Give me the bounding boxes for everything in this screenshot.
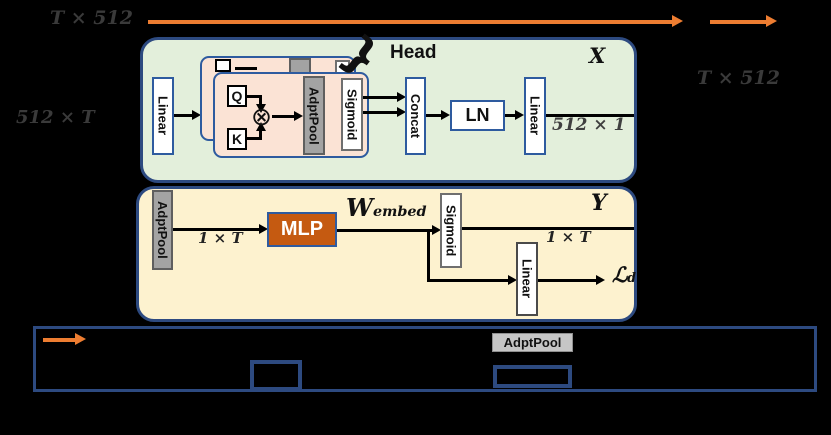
arrow-line <box>505 114 515 117</box>
panel-y-title: Y <box>591 190 607 216</box>
flow-arrow-top-line <box>148 20 672 24</box>
mlp-block: MLP <box>267 212 337 247</box>
arrow-head-icon <box>596 275 605 285</box>
branch-line <box>427 229 430 282</box>
legend-orange-arrow-line <box>43 338 75 342</box>
arrow-head-icon <box>508 275 517 285</box>
layernorm-block: LN <box>450 100 505 131</box>
arrow-head-icon <box>515 110 524 120</box>
embedding-branch-panel <box>136 186 637 322</box>
output-line <box>546 114 634 117</box>
dim-label-1xT-out: 1 × T <box>546 228 591 246</box>
arrow-head-icon <box>397 92 406 102</box>
arrow-line <box>272 115 294 118</box>
head-label: Head <box>390 42 437 63</box>
sigmoid-block-attention: Sigmoid <box>341 78 363 151</box>
dim-label-1xT-in: 1 × T <box>198 229 243 247</box>
arrow-head-icon <box>259 224 268 234</box>
arrow-line <box>247 137 262 140</box>
legend-orange-arrow-head-icon <box>75 333 86 345</box>
arrow-head-icon <box>441 110 450 120</box>
arrow-line <box>259 95 262 105</box>
linear-output-block: Linear <box>524 77 546 155</box>
w-embed-label: Wembed <box>346 196 427 220</box>
flow-arrow-top-right-line <box>710 20 766 24</box>
panel-x-title: X <box>589 43 606 68</box>
output-line <box>462 227 634 230</box>
arrow-head-icon <box>192 110 201 120</box>
legend-adptpool-chip: AdptPool <box>492 333 573 352</box>
flow-arrow-top-head-icon <box>672 15 683 27</box>
arrow-head-icon <box>432 225 441 235</box>
arrow-line <box>538 279 596 282</box>
legend-swatch-rect-1 <box>250 360 302 391</box>
linear-block-loss: Linear <box>516 242 538 316</box>
arrow-line <box>427 279 508 282</box>
arrow-line <box>337 229 432 232</box>
w-embed-main: W <box>346 193 373 222</box>
w-embed-subscript: embed <box>372 203 427 220</box>
back-arrow-fragment <box>235 67 257 70</box>
dim-label-side-left: 512 × T <box>16 107 95 128</box>
loss-subscript: d <box>627 270 636 285</box>
dim-label-512x1: 512 × 1 <box>552 115 626 135</box>
loss-main: ℒ <box>612 262 628 287</box>
arrow-line <box>173 228 259 231</box>
dim-label-right: T × 512 <box>697 67 780 89</box>
legend-box <box>33 326 817 392</box>
arrow-line <box>259 130 262 140</box>
matmul-otimes-icon: ⊗ <box>251 102 272 131</box>
arrow-head-icon <box>397 107 406 117</box>
concat-block: Concat <box>405 77 426 155</box>
sigmoid-block-embedding: Sigmoid <box>440 193 462 268</box>
key-block: K <box>227 128 247 150</box>
arrow-line <box>363 111 397 114</box>
arrow-line <box>174 114 192 117</box>
flow-arrow-top-right-head-icon <box>766 15 777 27</box>
adptpool-block-embedding: AdptPool <box>152 190 173 270</box>
arrow-head-icon <box>256 104 266 113</box>
dim-label-top-left: T × 512 <box>50 7 133 29</box>
arrow-head-icon <box>256 122 266 131</box>
loss-label: ℒd <box>612 264 636 285</box>
legend-swatch-rect-2 <box>493 365 572 388</box>
arrow-line <box>363 96 397 99</box>
arrow-head-icon <box>294 111 303 121</box>
arrow-line <box>426 114 441 117</box>
adptpool-block-attention: AdptPool <box>303 76 325 155</box>
arrow-line <box>247 95 262 98</box>
query-block: Q <box>227 85 247 107</box>
back-q-fragment <box>215 59 231 72</box>
linear-input-block: Linear <box>152 77 174 155</box>
